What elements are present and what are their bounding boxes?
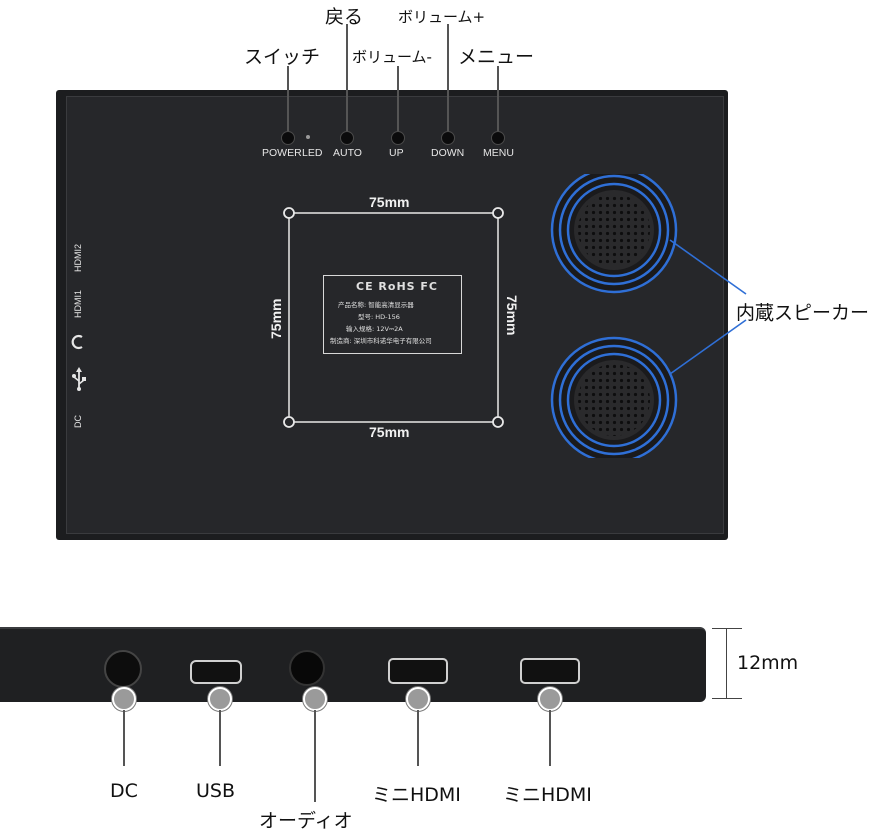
callout-volume-down: ボリューム-	[352, 48, 432, 66]
usb-icon	[72, 367, 86, 391]
speaker-callout-lines	[669, 239, 747, 375]
monitor-back-inner	[66, 96, 724, 534]
up-label: UP	[389, 147, 404, 159]
mini-hdmi-port-2[interactable]	[520, 658, 580, 684]
menu-label: MENU	[483, 147, 514, 159]
thickness-tick-top	[712, 628, 742, 629]
plate-line-2: 型号: HD-156	[358, 313, 400, 321]
callout-back: 戻る	[325, 6, 364, 28]
usb-port[interactable]	[190, 660, 242, 684]
dc-port[interactable]	[104, 650, 142, 688]
label-dc: DC	[110, 780, 138, 802]
hdmi1-label: HDMI1	[73, 289, 83, 318]
callout-line-switch	[287, 66, 289, 132]
menu-button[interactable]	[491, 131, 505, 145]
label-hdmi-2: ミニHDMI	[503, 784, 592, 806]
vesa-bottom-label: 75mm	[366, 424, 413, 440]
led-indicator	[306, 135, 310, 139]
callout-line-hdmi-1	[417, 710, 419, 766]
audio-port[interactable]	[289, 650, 325, 686]
certification-marks: CE RoHS FC	[356, 280, 438, 293]
vesa-left-label: 75mm	[268, 295, 284, 342]
product-label-plate	[323, 275, 462, 354]
callout-menu: メニュー	[458, 46, 535, 68]
callout-volume-up: ボリューム+	[398, 8, 486, 26]
callout-line-back	[346, 24, 348, 132]
down-label: DOWN	[431, 147, 465, 159]
callout-line-menu	[497, 66, 499, 132]
vesa-right-label: 75mm	[504, 292, 520, 339]
power-button[interactable]	[281, 131, 295, 145]
thickness-line	[726, 628, 727, 698]
vesa-mount-outline	[283, 207, 504, 428]
callout-dot-audio	[303, 687, 327, 711]
thickness-tick-bottom	[712, 698, 742, 699]
callout-line-usb	[219, 710, 221, 766]
callout-line-volume-up	[447, 24, 449, 132]
speaker-callout: 内蔵スピーカー	[736, 302, 870, 324]
dc-side-label: DC	[73, 415, 83, 428]
callout-line-hdmi-2	[549, 710, 551, 766]
plate-line-4: 制造商: 深圳市科诺华电子有限公司	[330, 337, 432, 345]
plate-line-3: 输入规格: 12V⎓2A	[346, 325, 403, 333]
headphone-icon	[71, 334, 83, 350]
speaker-top	[550, 174, 678, 294]
speaker-grilles	[550, 174, 678, 458]
vesa-top-label: 75mm	[366, 194, 413, 210]
callout-line-audio	[314, 710, 316, 802]
plate-line-1: 产品名称: 智能高清显示器	[338, 301, 414, 309]
down-button[interactable]	[441, 131, 455, 145]
label-hdmi-1: ミニHDMI	[372, 784, 461, 806]
callout-line-dc	[123, 710, 125, 766]
hdmi2-label: HDMI2	[73, 243, 83, 272]
led-label: LED	[302, 147, 323, 159]
speaker-bottom	[550, 336, 678, 458]
label-usb: USB	[196, 780, 236, 802]
callout-dot-dc	[112, 687, 136, 711]
callout-switch: スイッチ	[244, 46, 321, 68]
auto-label: AUTO	[333, 147, 362, 159]
auto-button[interactable]	[340, 131, 354, 145]
up-button[interactable]	[391, 131, 405, 145]
callout-line-volume-down	[397, 66, 399, 132]
callout-dot-hdmi-1	[406, 687, 430, 711]
thickness-label: 12mm	[737, 652, 799, 674]
callout-dot-usb	[208, 687, 232, 711]
mini-hdmi-port-1[interactable]	[388, 658, 448, 684]
callout-dot-hdmi-2	[538, 687, 562, 711]
power-label: POWER	[262, 147, 302, 159]
label-audio: オーディオ	[259, 810, 353, 832]
